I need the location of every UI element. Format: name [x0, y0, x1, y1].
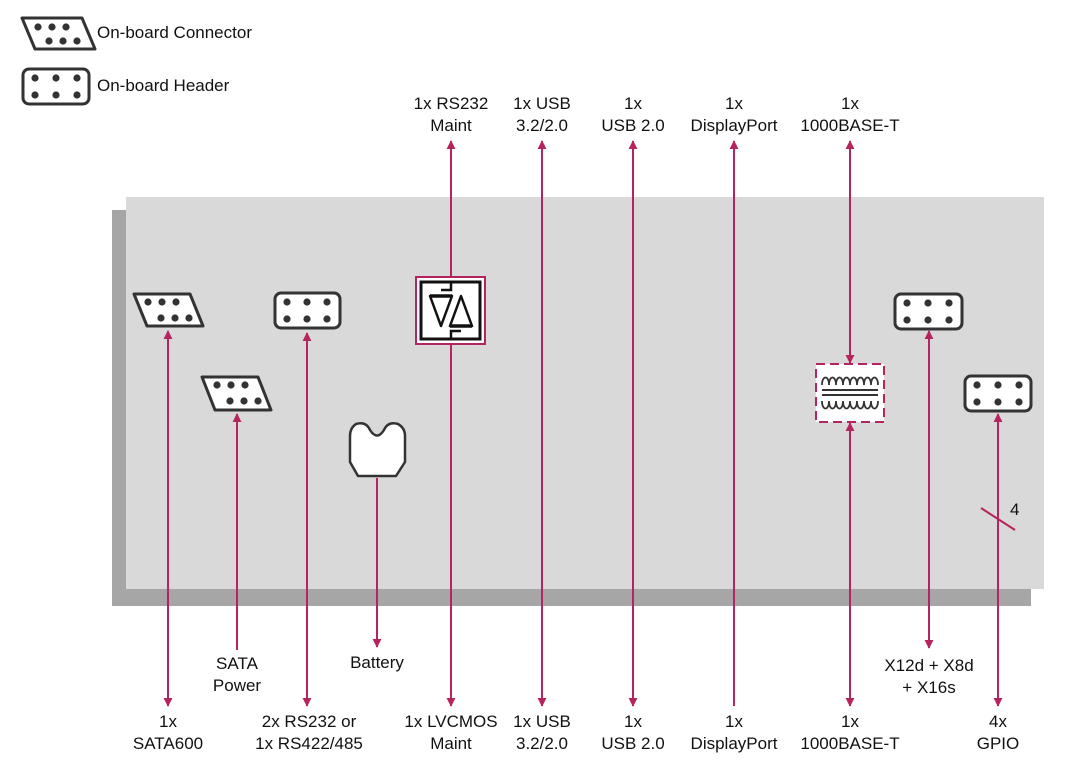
legend-header-icon: [21, 67, 91, 106]
sata-power-connector-icon: [200, 375, 273, 412]
label-pcie-lanes: X12d + X8d+ X16s: [884, 656, 974, 697]
battery-icon: [348, 422, 407, 478]
pcie-header-icon: [893, 292, 964, 331]
serial-header-icon: [273, 291, 342, 330]
ethernet-transformer-icon: [815, 363, 885, 423]
sata600-connector-icon: [132, 292, 205, 328]
bus-width-slash: [980, 507, 1016, 531]
legend-connector-icon: [20, 16, 97, 51]
label-battery: Battery: [350, 653, 404, 672]
level-shifter-icon: [415, 276, 486, 345]
board: [126, 197, 1044, 589]
legend-header-label: On-board Header: [97, 76, 230, 95]
legend-connector-label: On-board Connector: [97, 23, 252, 42]
gpio-header-icon: [963, 374, 1033, 413]
bus-width-label: 4: [1010, 500, 1020, 519]
